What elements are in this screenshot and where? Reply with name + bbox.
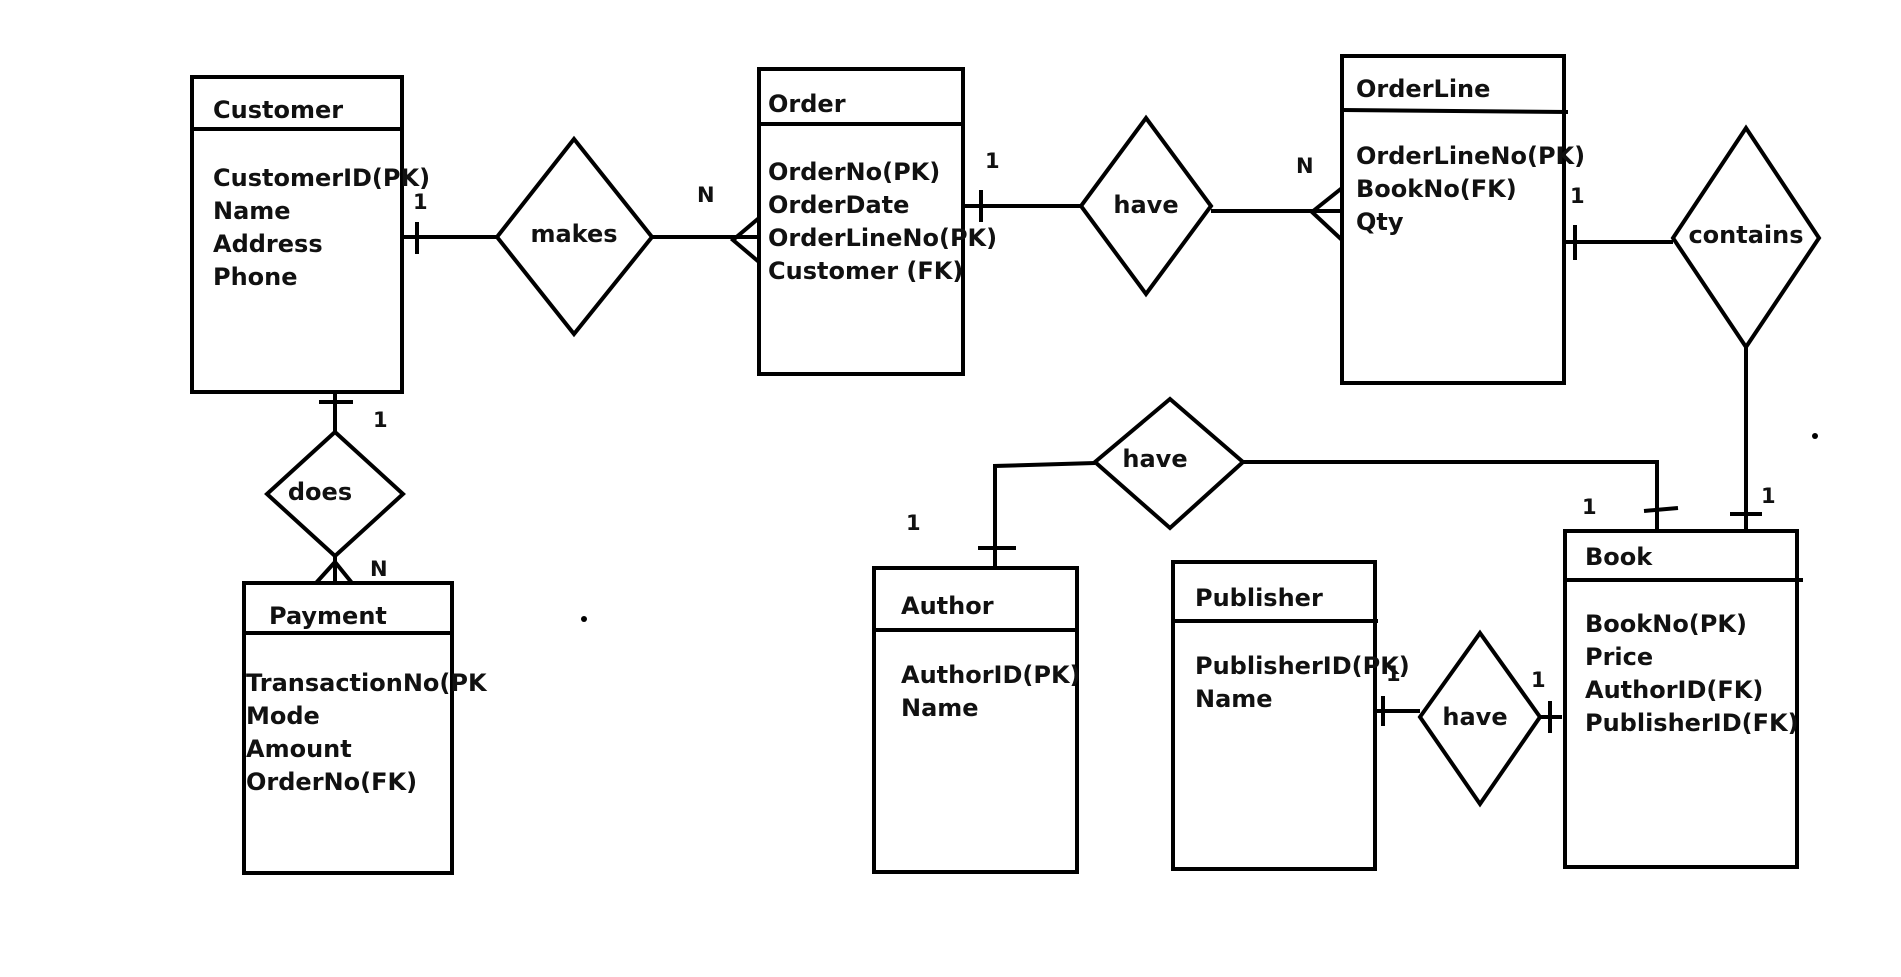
one-bar-mark [1643, 506, 1679, 513]
attribute: OrderNo(FK) [246, 768, 417, 796]
attribute: OrderDate [768, 191, 909, 219]
cardinality-label: 1 [906, 511, 921, 535]
entity-book[interactable]: Book BookNo(PK) Price AuthorID(FK) Publi… [1563, 529, 1803, 869]
cardinality-label: N [1296, 154, 1314, 178]
stray-dot [1812, 433, 1818, 439]
attribute: OrderNo(PK) [768, 158, 940, 186]
cardinality-label: N [697, 183, 715, 207]
relationship-label: does [288, 478, 352, 506]
stray-dots [581, 433, 1818, 622]
attribute: Phone [213, 263, 298, 291]
relationship-label: makes [530, 220, 617, 248]
entity-title: Order [768, 90, 846, 118]
entity-orderline[interactable]: OrderLine OrderLineNo(PK) BookNo(FK) Qty [1340, 54, 1585, 385]
entity-title: Customer [213, 96, 343, 124]
cardinality-label: 1 [1531, 668, 1546, 692]
relationship-contains[interactable]: contains [1670, 124, 1822, 351]
attribute: AuthorID(FK) [1585, 676, 1763, 704]
entity-title: Book [1585, 543, 1653, 571]
attribute: Mode [246, 702, 320, 730]
relationship-diamond [494, 135, 655, 338]
relationship-label: have [1113, 191, 1178, 219]
crows-foot-mark [314, 558, 354, 585]
relationship-label: have [1122, 445, 1187, 473]
cardinality-label: 1 [1582, 495, 1597, 519]
relationship-have-author-book[interactable]: have [1091, 396, 1247, 531]
cardinality-label: 1 [1386, 662, 1401, 686]
attribute: Name [213, 197, 291, 225]
entity-box [1171, 560, 1377, 871]
crows-foot-mark [1308, 186, 1344, 242]
cardinality-label: 1 [373, 408, 388, 432]
entity-box [757, 67, 965, 376]
cardinality-label: 1 [413, 190, 428, 214]
attribute: BookNo(FK) [1356, 175, 1517, 203]
line-author-have [993, 461, 1096, 568]
attribute: PublisherID(PK) [1195, 652, 1410, 680]
attribute: BookNo(PK) [1585, 610, 1747, 638]
attribute: Name [1195, 685, 1273, 713]
relationship-does[interactable]: does [264, 429, 406, 559]
cardinality-label: 1 [1761, 484, 1776, 508]
cardinality-label: N [370, 557, 388, 581]
relationship-diamond [1078, 114, 1214, 298]
attribute: Amount [246, 735, 352, 763]
attribute: OrderLineNo(PK) [768, 224, 997, 252]
cardinality-label: 1 [985, 149, 1000, 173]
relationship-makes[interactable]: makes [494, 135, 655, 338]
cardinality-labels: 1 N 1 N 1 1 1 N 1 1 1 1 [370, 149, 1776, 692]
relationship-label: contains [1688, 221, 1803, 249]
cardinality-label: 1 [1570, 184, 1585, 208]
relationship-have-order-orderline[interactable]: have [1078, 114, 1214, 298]
attribute: Price [1585, 643, 1653, 671]
attribute: OrderLineNo(PK) [1356, 142, 1585, 170]
entity-header-divider [1341, 108, 1569, 114]
relationship-label: have [1442, 703, 1507, 731]
entity-box [1563, 529, 1799, 869]
relationship-diamond [1417, 629, 1543, 808]
entity-payment[interactable]: Payment TransactionNo(PK Mode Amount Ord… [242, 581, 488, 875]
crows-foot-mark [729, 216, 761, 264]
attribute: PublisherID(FK) [1585, 709, 1799, 737]
relationship-diamond [264, 429, 406, 559]
attribute: CustomerID(PK) [213, 164, 430, 192]
relationship-diamond [1670, 124, 1822, 351]
entity-customer[interactable]: Customer CustomerID(PK) Name Address Pho… [190, 75, 430, 394]
attribute: AuthorID(PK) [901, 661, 1081, 689]
relationship-have-publisher-book[interactable]: have [1417, 629, 1543, 808]
entity-order[interactable]: Order OrderNo(PK) OrderDate OrderLineNo(… [757, 67, 997, 376]
stray-dot [581, 616, 587, 622]
entity-publisher[interactable]: Publisher PublisherID(PK) Name [1171, 560, 1410, 871]
entity-title: Author [901, 592, 994, 620]
relationship-diamond [1091, 396, 1247, 531]
entity-box [872, 566, 1079, 874]
entity-title: OrderLine [1356, 75, 1490, 103]
entity-title: Payment [269, 602, 387, 630]
attribute: Address [213, 230, 323, 258]
attribute: Customer (FK) [768, 257, 963, 285]
cardinality-marks [314, 186, 1762, 733]
entity-author[interactable]: Author AuthorID(PK) Name [872, 566, 1081, 874]
attribute: Qty [1356, 208, 1404, 236]
attribute: Name [901, 694, 979, 722]
attribute: TransactionNo(PK [246, 669, 488, 697]
entity-title: Publisher [1195, 584, 1323, 612]
